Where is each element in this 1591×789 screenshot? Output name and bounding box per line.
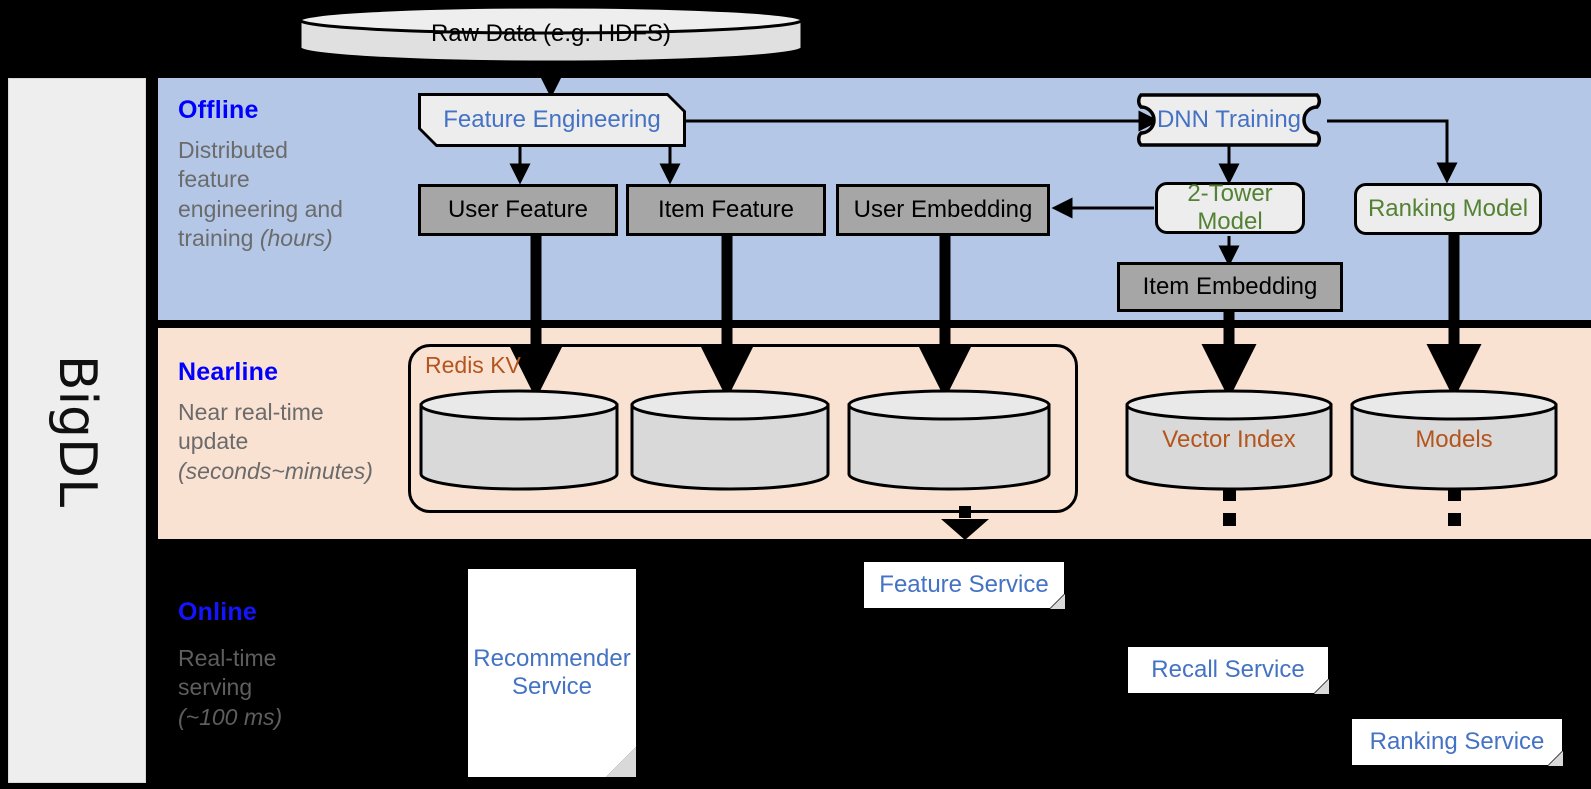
ranking-service-node[interactable]: Ranking Service — [1352, 719, 1562, 765]
dnn-training-node[interactable]: DNN Training — [1131, 93, 1327, 147]
item-embedding-node[interactable]: Item Embedding — [1117, 262, 1343, 312]
feature-service-node[interactable]: Feature Service — [864, 562, 1064, 608]
offline-title: Offline — [178, 96, 259, 124]
offline-desc-l3: engineering and — [178, 195, 343, 222]
feature-engineering-label: Feature Engineering — [443, 106, 661, 133]
recommender-service-label-line1: Recommender — [473, 644, 631, 672]
user-feature-node[interactable]: User Feature — [418, 184, 618, 236]
user-feature-label: User Feature — [447, 196, 589, 223]
ranking-model-node[interactable]: Ranking Model — [1354, 183, 1542, 235]
user-embedding-node[interactable]: User Embedding — [836, 184, 1050, 236]
kv-store-3-cylinder[interactable] — [846, 388, 1052, 491]
nearline-title: Nearline — [178, 358, 279, 386]
two-tower-model-node[interactable]: 2-Tower Model — [1155, 180, 1305, 235]
redis-kv-container — [408, 344, 1078, 513]
kv-store-2-cylinder[interactable] — [629, 388, 831, 491]
nearline-desc-l1: Near real-time — [178, 399, 324, 425]
item-feature-label: Item Feature — [657, 196, 795, 223]
offline-description: Distributed feature engineering and trai… — [178, 136, 413, 254]
bigdl-sidebar: BigDL — [8, 78, 146, 783]
dnn-training-label: DNN Training — [1156, 106, 1302, 133]
online-title: Online — [178, 598, 257, 626]
user-embedding-label: User Embedding — [853, 196, 1033, 223]
online-desc-l1: Real-time — [178, 645, 277, 671]
ranking-service-label: Ranking Service — [1369, 727, 1545, 755]
online-desc-emph: (~100 ms) — [178, 703, 283, 730]
ranking-model-label: Ranking Model — [1367, 195, 1529, 222]
recommender-service-label-line2: Service — [511, 673, 593, 700]
vector-index-cylinder[interactable]: Vector Index — [1124, 388, 1334, 491]
nearline-desc-emph: (seconds~minutes) — [178, 457, 373, 484]
recall-service-node[interactable]: Recall Service — [1128, 647, 1328, 693]
recall-service-label: Recall Service — [1151, 655, 1305, 683]
online-desc-l2: serving — [178, 674, 253, 701]
item-embedding-label: Item Embedding — [1142, 273, 1318, 300]
kv-store-1-cylinder[interactable] — [418, 388, 620, 491]
offline-desc-l1: Distributed — [178, 137, 288, 163]
two-tower-model-label: 2-Tower Model — [1187, 180, 1273, 235]
recommender-service-node[interactable]: Recommender Service — [468, 569, 636, 777]
item-feature-node[interactable]: Item Feature — [626, 184, 826, 236]
online-description: Real-time serving (~100 ms) — [178, 644, 413, 732]
offline-desc-l4: training — [178, 225, 260, 252]
redis-kv-label: Redis KV — [425, 352, 521, 378]
raw-data-cylinder: Raw Data (e.g. HDFS) — [296, 4, 806, 64]
offline-desc-l2: feature — [178, 166, 250, 193]
nearline-desc-l2: update — [178, 428, 249, 455]
bigdl-label: BigDL — [47, 354, 108, 507]
nearline-description: Near real-time update (seconds~minutes) — [178, 398, 413, 486]
feature-engineering-node[interactable]: Feature Engineering — [418, 93, 686, 147]
offline-desc-emph: (hours) — [259, 225, 333, 252]
models-cylinder[interactable]: Models — [1349, 388, 1559, 491]
feature-service-label: Feature Service — [879, 570, 1049, 598]
